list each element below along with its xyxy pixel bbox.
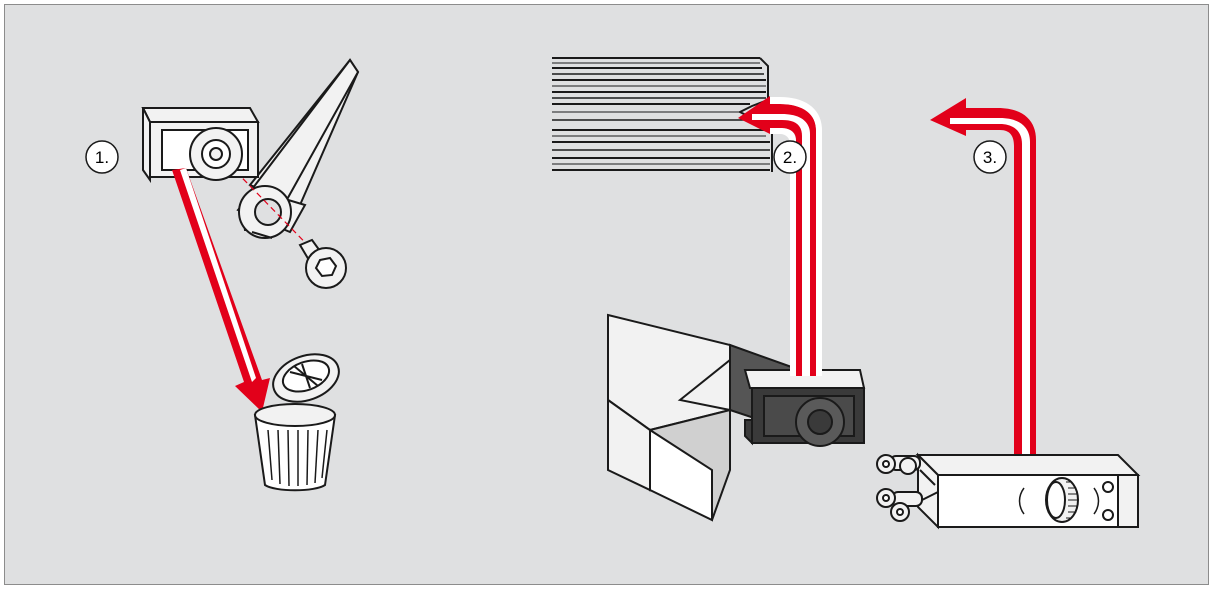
slider-part xyxy=(745,370,864,446)
rail-profile xyxy=(552,58,772,172)
insert-arrow-2 xyxy=(738,96,822,376)
step-2-label: 2. xyxy=(783,148,797,167)
carriage-module xyxy=(918,455,1138,527)
step3-group: 3. xyxy=(877,98,1138,527)
step-1-marker: 1. xyxy=(86,141,118,173)
step-2-marker: 2. xyxy=(774,141,806,173)
step-1-label: 1. xyxy=(95,148,109,167)
screw-part xyxy=(300,240,346,288)
step1-group: 1. xyxy=(86,60,358,490)
trash-bin xyxy=(255,346,345,491)
step2-group: 2. xyxy=(552,58,864,520)
step-3-label: 3. xyxy=(983,148,997,167)
bracket-part xyxy=(143,108,258,180)
step-3-marker: 3. xyxy=(974,141,1006,173)
